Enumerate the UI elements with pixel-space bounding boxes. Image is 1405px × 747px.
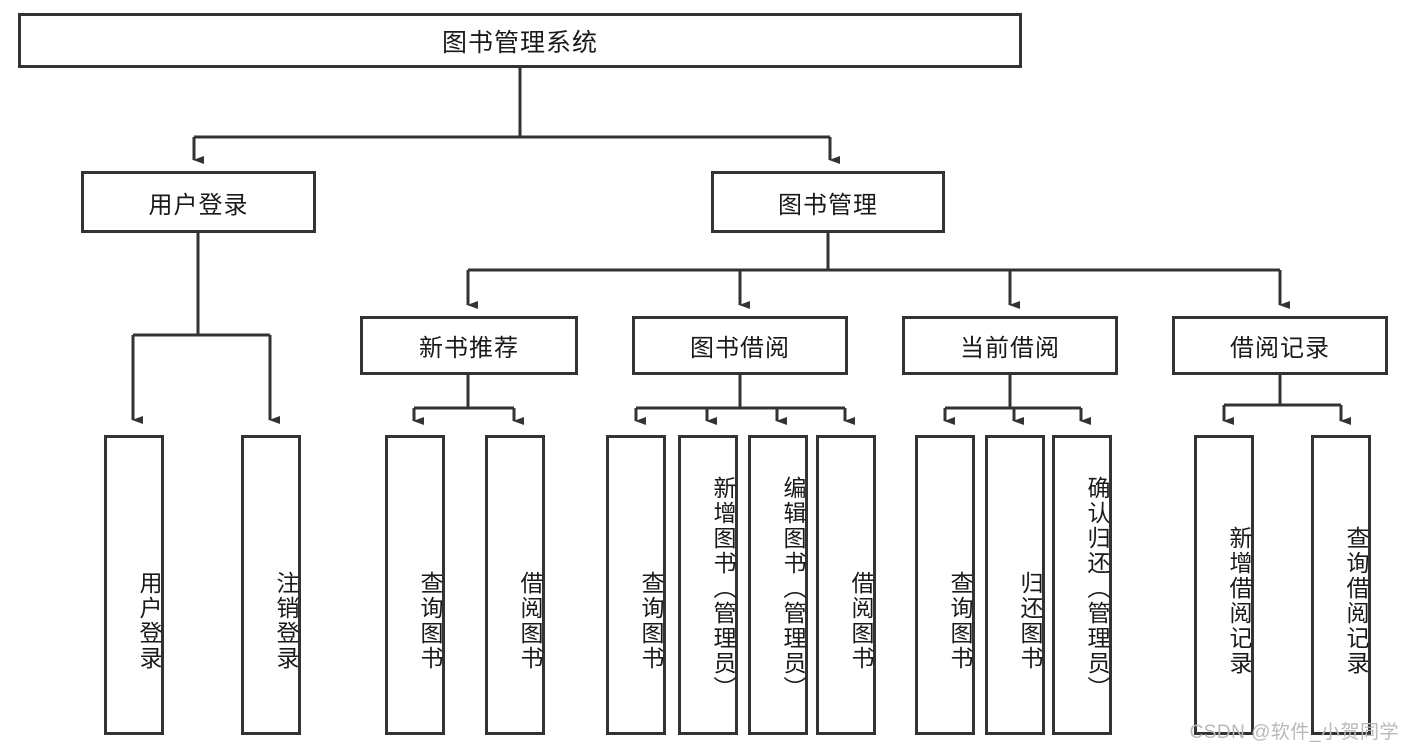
leaf-records-query-record[interactable]: 查询借阅记录 xyxy=(1311,435,1371,735)
leaf-current-return-book[interactable]: 归还图书 xyxy=(985,435,1045,735)
node-user-login[interactable]: 用户登录 xyxy=(81,171,316,233)
node-borrow-records[interactable]: 借阅记录 xyxy=(1172,316,1388,375)
leaf-new-book-query[interactable]: 查询图书 xyxy=(385,435,445,735)
leaf-new-book-borrow[interactable]: 借阅图书 xyxy=(485,435,545,735)
leaf-user-login-login[interactable]: 用户登录 xyxy=(104,435,164,735)
node-new-book-recommend[interactable]: 新书推荐 xyxy=(360,316,578,375)
node-book-borrow[interactable]: 图书借阅 xyxy=(632,316,848,375)
leaf-current-confirm-return-admin[interactable]: 确认归还（管理员） xyxy=(1052,435,1112,735)
node-current-borrow[interactable]: 当前借阅 xyxy=(902,316,1118,375)
node-book-management[interactable]: 图书管理 xyxy=(711,171,945,233)
watermark-text: CSDN @软件_小贺同学 xyxy=(1189,722,1399,743)
leaf-user-login-logout[interactable]: 注销登录 xyxy=(241,435,301,735)
leaf-current-query-book[interactable]: 查询图书 xyxy=(915,435,975,735)
leaf-borrow-edit-book-admin[interactable]: 编辑图书（管理员） xyxy=(748,435,808,735)
leaf-borrow-add-book-admin[interactable]: 新增图书（管理员） xyxy=(678,435,738,735)
node-root-system[interactable]: 图书管理系统 xyxy=(18,13,1022,68)
leaf-borrow-query-book[interactable]: 查询图书 xyxy=(606,435,666,735)
leaf-records-add-record[interactable]: 新增借阅记录 xyxy=(1194,435,1254,735)
leaf-borrow-borrow-book[interactable]: 借阅图书 xyxy=(816,435,876,735)
